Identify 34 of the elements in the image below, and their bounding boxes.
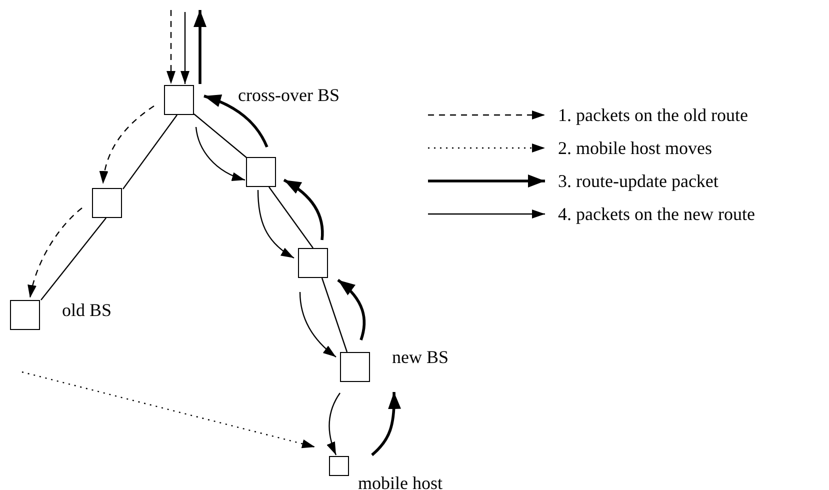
arrow (166, 10, 176, 84)
curved-arrow (337, 278, 366, 340)
legend-text: 4. packets on the new route (558, 205, 755, 223)
curved-arrow (28, 208, 82, 298)
link-line (40, 218, 106, 300)
curved-arrow (257, 190, 294, 259)
curved-arrow (204, 94, 268, 148)
curved-arrow (283, 178, 324, 240)
link-line (122, 114, 178, 190)
curved-arrow (327, 392, 340, 456)
legend-text: 1. packets on the old route (558, 106, 748, 124)
arrow (180, 12, 190, 84)
legend-text: 2. mobile host moves (558, 139, 712, 157)
curved-arrow (195, 126, 246, 181)
square-node (340, 352, 370, 382)
link-line (194, 114, 248, 158)
node-label: mobile host (358, 474, 442, 490)
square-node (10, 300, 40, 330)
link-line (321, 278, 348, 352)
curved-arrow (100, 106, 154, 184)
square-node (164, 85, 194, 115)
arrow (22, 371, 316, 448)
curved-arrow (371, 392, 401, 456)
node-label: old BS (62, 301, 112, 319)
legend-text: 3. route-update packet (558, 172, 718, 190)
arrow (194, 10, 206, 84)
square-node (246, 157, 276, 187)
link-line (268, 186, 314, 248)
curved-arrow (299, 292, 336, 358)
square-node (298, 248, 328, 278)
node-label: new BS (392, 348, 449, 366)
square-node (92, 188, 122, 218)
node-label: cross-over BS (238, 86, 340, 104)
square-node (329, 456, 349, 476)
